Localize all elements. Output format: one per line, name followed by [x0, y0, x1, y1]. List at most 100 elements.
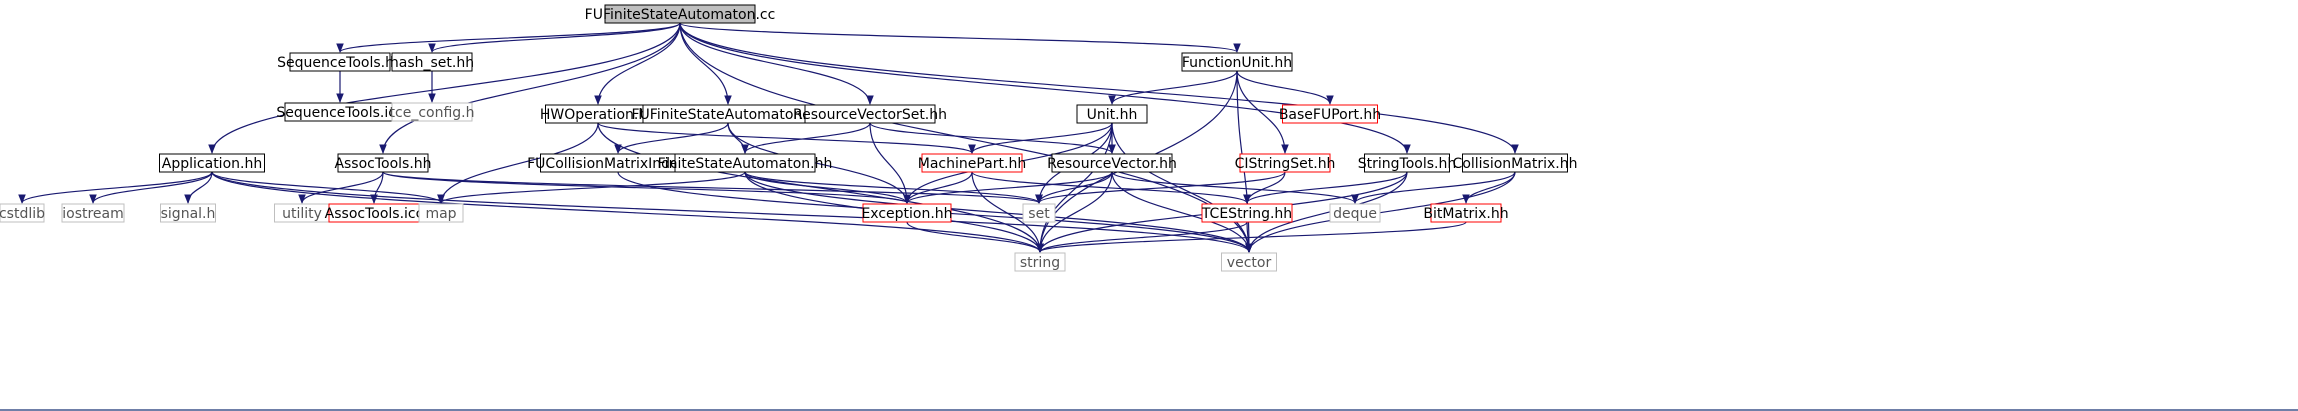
edge-resvec-to-deque [1111, 171, 1359, 204]
node-label-rvset: ResourceVectorSet.hh [793, 107, 947, 123]
edge-assoctools-to-set [382, 171, 1043, 204]
edge-functionunit-to-cistring [1236, 70, 1289, 154]
node-map: map [418, 203, 464, 223]
node-label-hashset: hash_set.hh [390, 55, 474, 71]
node-signalh: signal.h [160, 203, 216, 223]
edge-bitmatrix-to-string [1036, 221, 1467, 253]
node-box-fsa [674, 153, 816, 173]
edge-rvset-to-resvec [869, 122, 1116, 154]
node-box-seqtools [289, 52, 391, 72]
node-label-cstdlib: cstdlib [0, 206, 45, 222]
node-box-vector [1221, 252, 1277, 272]
node-fsa[interactable]: FiniteStateAutomaton.hh [658, 153, 833, 173]
edge-functionunit-to-unit [1108, 70, 1238, 105]
edge-application-to-signalh [184, 171, 213, 204]
node-tceconfig: tce_config.h [390, 102, 474, 122]
edge-rvset-to-fsa [741, 122, 871, 154]
node-label-basefuport: BaseFUPort.hh [1279, 107, 1381, 123]
node-basefuport[interactable]: BaseFUPort.hh [1279, 104, 1381, 124]
edge-colmatrix-to-vector [1245, 171, 1516, 253]
node-label-fsa: FiniteStateAutomaton.hh [658, 156, 833, 172]
node-label-bitmatrix: BitMatrix.hh [1423, 206, 1508, 222]
edge-application-to-iostream [89, 171, 213, 204]
node-fucmi[interactable]: FUCollisionMatrixIndex.hh [527, 153, 709, 173]
edge-unit-to-machinepart [968, 122, 1113, 154]
node-label-exception: Exception.hh [861, 206, 952, 222]
node-assoctools[interactable]: AssocTools.hh [334, 153, 432, 173]
node-tcestring[interactable]: TCEString.hh [1201, 203, 1293, 223]
edge-assoctools-to-utility [298, 171, 384, 204]
edge-stringtools-to-vector [1245, 171, 1408, 253]
edge-colmatrix-to-bitmatrix [1462, 171, 1516, 204]
node-colmatrix[interactable]: CollisionMatrix.hh [1453, 153, 1578, 173]
node-label-fucmi: FUCollisionMatrixIndex.hh [527, 156, 709, 172]
edge-exception-to-string [906, 221, 1044, 253]
node-exception[interactable]: Exception.hh [861, 203, 953, 223]
node-label-cistring: CIStringSet.hh [1235, 156, 1336, 172]
node-application[interactable]: Application.hh [159, 153, 265, 173]
node-box-map [418, 203, 464, 223]
node-functionunit[interactable]: FunctionUnit.hh [1181, 52, 1293, 72]
nodes-layer: FUFiniteStateAutomaton.ccSequenceTools.h… [0, 4, 1578, 272]
edge-root-to-seqtools [336, 22, 681, 53]
node-utility: utility [274, 203, 330, 223]
node-box-bitmatrix [1430, 203, 1502, 223]
edge-root-to-application [208, 22, 681, 154]
node-label-hwop: HWOperation.hh [540, 107, 656, 123]
node-box-application [159, 153, 265, 173]
node-label-fufsahh: FUFiniteStateAutomaton.hh [632, 107, 825, 123]
edge-resvec-to-string [1036, 171, 1113, 253]
node-stringtools[interactable]: StringTools.hh [1358, 153, 1456, 173]
node-machinepart[interactable]: MachinePart.hh [918, 153, 1026, 173]
edge-assoctools-to-associcc [370, 171, 384, 204]
node-label-string: string [1020, 255, 1060, 271]
node-label-map: map [425, 206, 456, 222]
node-label-colmatrix: CollisionMatrix.hh [1453, 156, 1578, 172]
edge-fsa-to-set [744, 171, 1043, 204]
node-set: set [1022, 203, 1056, 223]
edge-hwop-to-map [437, 122, 599, 204]
node-box-assoctools [337, 153, 429, 173]
node-seqtools[interactable]: SequenceTools.hh [277, 52, 403, 72]
node-label-machinepart: MachinePart.hh [918, 156, 1026, 172]
edge-resvec-to-exception [903, 171, 1113, 204]
node-box-colmatrix [1462, 153, 1568, 173]
node-box-cistring [1239, 153, 1331, 173]
node-associcc[interactable]: AssocTools.icc [325, 203, 424, 223]
edge-machinepart-to-tcestring [971, 171, 1251, 204]
node-resvec[interactable]: ResourceVector.hh [1047, 153, 1177, 173]
node-label-functionunit: FunctionUnit.hh [1182, 55, 1292, 71]
node-box-cstdlib [0, 203, 45, 223]
edge-colmatrix-to-deque [1351, 171, 1516, 204]
node-label-application: Application.hh [162, 156, 262, 172]
node-box-tceconfig [391, 102, 473, 122]
node-bitmatrix[interactable]: BitMatrix.hh [1423, 203, 1509, 223]
edge-unit-to-vector [1111, 122, 1253, 253]
node-iostream: iostream [61, 203, 125, 223]
node-rvset[interactable]: ResourceVectorSet.hh [793, 104, 947, 124]
node-cistring[interactable]: CIStringSet.hh [1235, 153, 1336, 173]
node-box-root [604, 4, 756, 24]
node-label-tcestring: TCEString.hh [1201, 206, 1292, 222]
node-label-stringtools: StringTools.hh [1358, 156, 1456, 172]
edge-root-to-stringtools [679, 22, 1411, 154]
edge-application-to-string [211, 171, 1044, 253]
node-hwop[interactable]: HWOperation.hh [540, 104, 656, 124]
node-root[interactable]: FUFiniteStateAutomaton.cc [585, 4, 776, 24]
node-box-stringtools [1364, 153, 1450, 173]
node-label-iostream: iostream [62, 206, 124, 222]
node-string: string [1014, 252, 1066, 272]
node-hashset[interactable]: hash_set.hh [390, 52, 474, 72]
node-label-utility: utility [282, 206, 322, 222]
node-box-deque [1329, 203, 1381, 223]
edge-hwop-to-machinepart [597, 122, 976, 154]
edge-fsa-to-exception [744, 171, 911, 204]
node-fufsahh[interactable]: FUFiniteStateAutomaton.hh [632, 104, 825, 124]
edges-layer [18, 22, 1519, 253]
edge-root-to-assoctools [379, 22, 681, 154]
node-label-deque: deque [1333, 206, 1377, 222]
node-unit[interactable]: Unit.hh [1076, 104, 1148, 124]
node-vector: vector [1221, 252, 1277, 272]
node-seqicc[interactable]: SequenceTools.icc [276, 102, 404, 122]
node-label-seqicc: SequenceTools.icc [276, 105, 403, 121]
